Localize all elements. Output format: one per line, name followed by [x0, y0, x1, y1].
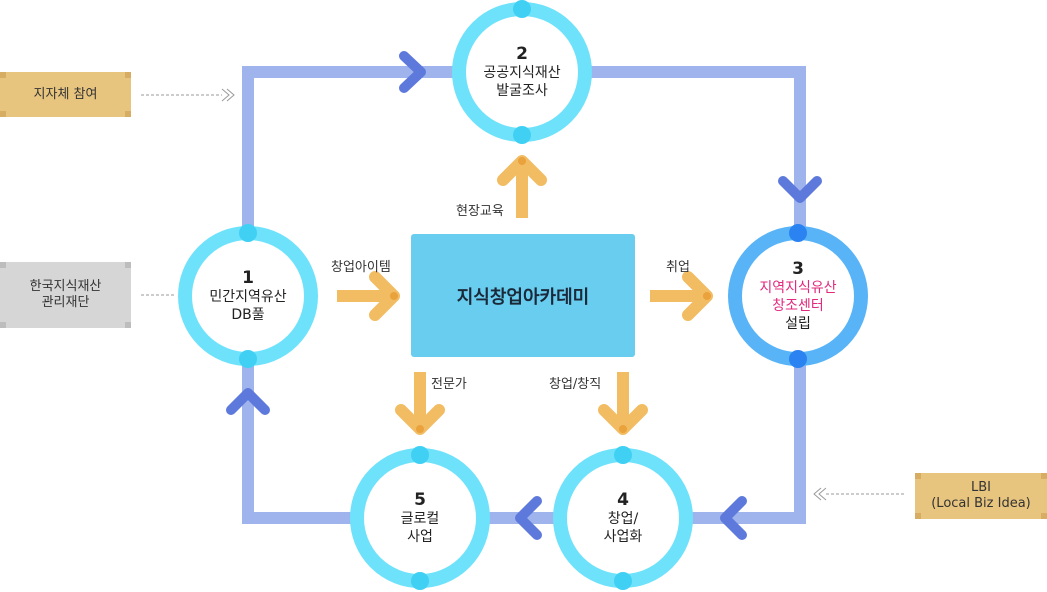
loop-chevron-right-icon: [399, 51, 426, 93]
node-5-number: 5: [414, 490, 426, 510]
arrow-down-expert: [395, 372, 445, 435]
node-4-number: 4: [617, 490, 629, 510]
local-gov-label: 지자체 참여: [33, 86, 98, 102]
node-2: 2 공공지식재산 발굴조사: [472, 22, 572, 122]
node-3-label: 설립: [785, 316, 811, 332]
arrow-tip-dot: [518, 157, 526, 165]
node-4-bottom-dot: [614, 572, 632, 590]
node-1-number: 1: [242, 268, 254, 288]
node-3-bottom-dot: [789, 350, 807, 368]
arrow-tip-dot: [619, 425, 627, 433]
connector-chevron-right-icon: [226, 88, 235, 102]
node-2-bottom-dot: [513, 126, 531, 144]
local-gov-tag: 지자체 참여: [0, 72, 131, 117]
connector-chevron-right-icon: [221, 88, 230, 102]
arrow-tip-dot: [416, 425, 424, 433]
node-4: 4 창업/ 사업화: [573, 468, 673, 568]
loop-chevron-down-icon: [778, 176, 822, 203]
lbi-tag: LBI (Local Biz Idea): [915, 473, 1047, 519]
academy-title: 지식창업아카데미: [456, 286, 590, 308]
arrow-down-startup-job: [598, 372, 648, 435]
loop-path: [242, 66, 806, 524]
connector-chevron-left-icon: [813, 487, 822, 501]
node-3-number: 3: [792, 259, 804, 279]
edge-label-startup-item: 창업아이템: [331, 260, 391, 275]
foundation-label: 한국지식재산 관리재단: [29, 279, 102, 310]
node-2-number: 2: [516, 44, 528, 64]
node-3: 3 지역지식유산 창조센터 설립: [748, 246, 848, 346]
edge-label-employment: 취업: [666, 260, 690, 275]
arrow-tip-dot: [703, 292, 711, 300]
node-5: 5 글로컬 사업: [370, 468, 470, 568]
arrow-tip-dot: [390, 292, 398, 300]
edge-label-startup-job: 창업/창직: [549, 377, 602, 392]
foundation-tag: 한국지식재산 관리재단: [0, 262, 131, 328]
node-5-label: 글로컬 사업: [400, 511, 440, 545]
academy-box: 지식창업아카데미: [411, 234, 635, 357]
node-1-top-dot: [239, 224, 257, 242]
node-3-highlight-label: 지역지식유산 창조센터: [759, 280, 837, 314]
arrow-right-employment: [650, 271, 713, 321]
loop-chevron-up-icon: [226, 388, 270, 415]
lbi-label: LBI (Local Biz Idea): [931, 480, 1031, 511]
node-1-bottom-dot: [239, 350, 257, 368]
node-1-label: 민간지역유산 DB풀: [209, 289, 287, 323]
connector-chevron-left-icon: [818, 487, 827, 501]
edge-label-expert: 전문가: [431, 377, 467, 392]
loop-chevron-left-icon: [515, 496, 542, 540]
node-5-bottom-dot: [411, 572, 429, 590]
arrow-up-field: [497, 155, 547, 218]
node-4-label: 창업/ 사업화: [603, 511, 643, 545]
node-2-top-dot: [513, 0, 531, 18]
node-4-top-dot: [614, 446, 632, 464]
node-3-top-dot: [789, 224, 807, 242]
node-2-label: 공공지식재산 발굴조사: [483, 65, 561, 99]
edge-label-field-training: 현장교육: [456, 204, 504, 219]
node-1: 1 민간지역유산 DB풀: [198, 246, 298, 346]
arrow-right-startup: [337, 271, 400, 321]
node-5-top-dot: [411, 446, 429, 464]
loop-chevron-left-icon: [720, 496, 747, 540]
